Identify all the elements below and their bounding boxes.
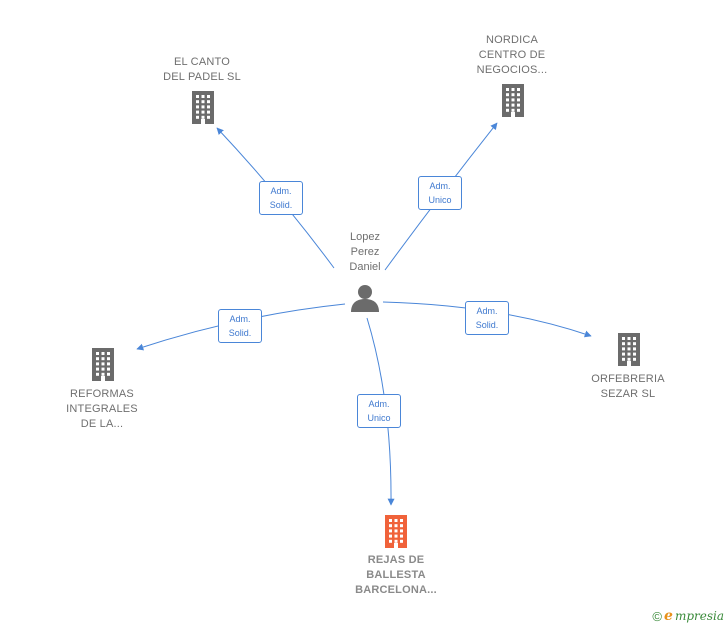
building-icon-reformas[interactable] <box>88 347 118 381</box>
relation-label-rejas[interactable]: Adm. Unico <box>357 394 401 428</box>
building-icon-rejas[interactable] <box>381 514 411 548</box>
company-name-nordica[interactable]: NORDICA CENTRO DE NEGOCIOS... <box>476 34 548 76</box>
brand-logo-text: mpresia <box>674 609 724 623</box>
company-name-rejas[interactable]: REJAS DE BALLESTA BARCELONA... <box>355 554 437 596</box>
relation-label-nordica[interactable]: Adm. Unico <box>418 176 462 210</box>
building-icon-nordica[interactable] <box>498 83 528 117</box>
person-icon[interactable] <box>350 284 380 312</box>
relation-label-reformas[interactable]: Adm. Solid. <box>218 309 262 343</box>
brand-logo-initial: e <box>664 608 673 624</box>
building-icon-orfebreria[interactable] <box>614 332 644 366</box>
building-icon-canto[interactable] <box>188 90 218 124</box>
company-name-canto[interactable]: EL CANTO DEL PADEL SL <box>163 56 241 83</box>
relation-label-canto[interactable]: Adm. Solid. <box>259 181 303 215</box>
copyright-symbol: © <box>652 608 663 624</box>
company-name-orfebreria[interactable]: ORFEBRERIA SEZAR SL <box>591 373 665 400</box>
relation-label-orfebreria[interactable]: Adm. Solid. <box>465 301 509 335</box>
person-name[interactable]: Lopez Perez Daniel <box>349 231 381 273</box>
company-name-reformas[interactable]: REFORMAS INTEGRALES DE LA... <box>66 388 138 430</box>
